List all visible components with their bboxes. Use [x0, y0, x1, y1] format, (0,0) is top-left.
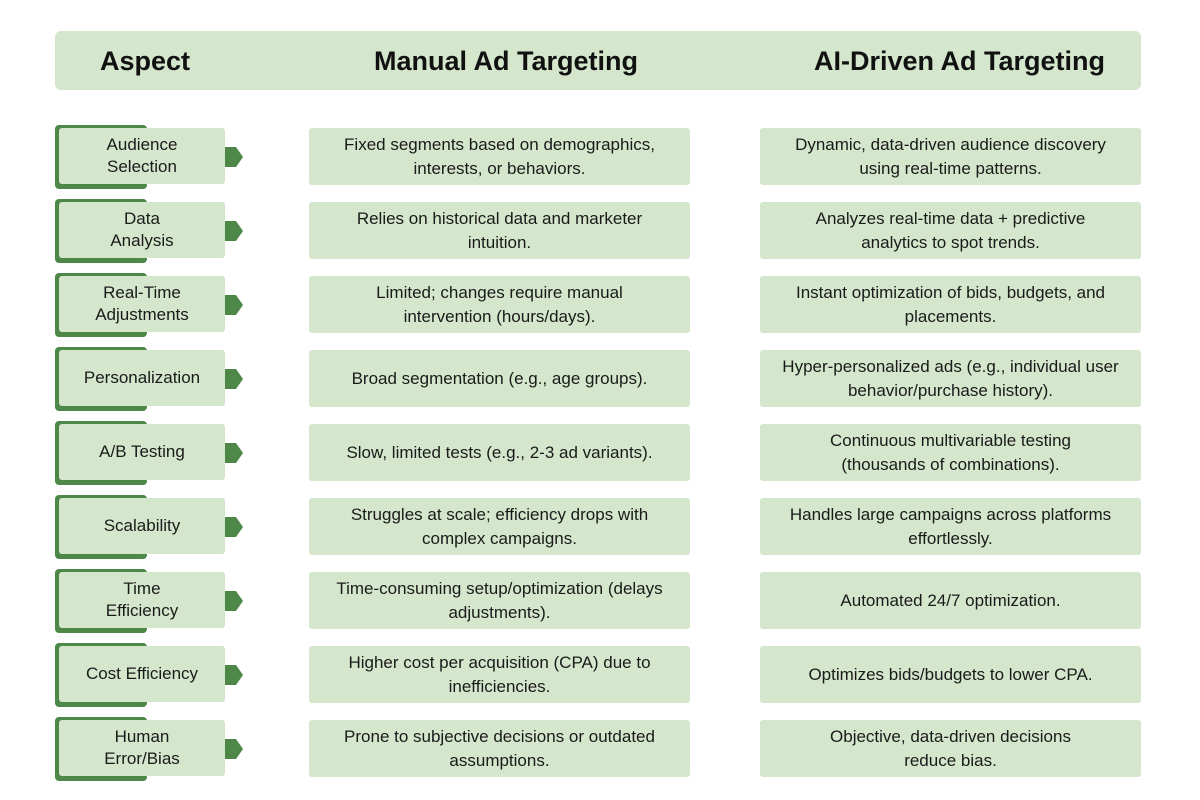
aspect-label: Scalability — [59, 498, 225, 554]
arrow-right-icon — [225, 295, 243, 315]
aspect-tab: Scalability — [55, 495, 225, 559]
ai-targeting-cell: Continuous multivariable testing(thousan… — [760, 424, 1141, 481]
aspect-tab: Cost Efficiency — [55, 643, 225, 707]
aspect-tab: A/B Testing — [55, 421, 225, 485]
comparison-row: Scalability Struggles at scale; efficienc… — [0, 495, 1200, 559]
arrow-right-icon — [225, 591, 243, 611]
manual-targeting-cell: Struggles at scale; efficiency drops wit… — [309, 498, 690, 555]
header-aspect: Aspect — [100, 46, 191, 76]
manual-targeting-cell: Prone to subjective decisions or outdate… — [309, 720, 690, 777]
arrow-right-icon — [225, 221, 243, 241]
table-header: Aspect Manual Ad Targeting AI-Driven Ad … — [55, 31, 1141, 90]
arrow-right-icon — [225, 739, 243, 759]
arrow-right-icon — [225, 665, 243, 685]
ai-targeting-cell: Optimizes bids/budgets to lower CPA. — [760, 646, 1141, 703]
arrow-right-icon — [225, 443, 243, 463]
ai-targeting-cell: Automated 24/7 optimization. — [760, 572, 1141, 629]
header-ai-targeting: AI-Driven Ad Targeting — [814, 46, 1106, 76]
comparison-row: A/B Testing Slow, limited tests (e.g., 2-… — [0, 421, 1200, 485]
comparison-row: Cost Efficiency Higher cost per acquisiti… — [0, 643, 1200, 707]
arrow-right-icon — [225, 369, 243, 389]
arrow-right-icon — [225, 147, 243, 167]
aspect-label: A/B Testing — [59, 424, 225, 480]
ai-targeting-cell: Hyper-personalized ads (e.g., individual… — [760, 350, 1141, 407]
aspect-label: Personalization — [59, 350, 225, 406]
manual-targeting-cell: Higher cost per acquisition (CPA) due to… — [309, 646, 690, 703]
header-manual-targeting: Manual Ad Targeting — [374, 46, 639, 76]
ai-targeting-cell: Handles large campaigns across platforms… — [760, 498, 1141, 555]
manual-targeting-cell: Slow, limited tests (e.g., 2-3 ad varian… — [309, 424, 690, 481]
manual-targeting-cell: Fixed segments based on demographics,int… — [309, 128, 690, 185]
comparison-row: Personalization Broad segmentation (e.g.,… — [0, 347, 1200, 411]
aspect-label: Cost Efficiency — [59, 646, 225, 702]
aspect-tab: Personalization — [55, 347, 225, 411]
manual-targeting-cell: Time-consuming setup/optimization (delay… — [309, 572, 690, 629]
arrow-right-icon — [225, 517, 243, 537]
manual-targeting-cell: Broad segmentation (e.g., age groups). — [309, 350, 690, 407]
ai-targeting-cell: Instant optimization of bids, budgets, a… — [760, 276, 1141, 333]
